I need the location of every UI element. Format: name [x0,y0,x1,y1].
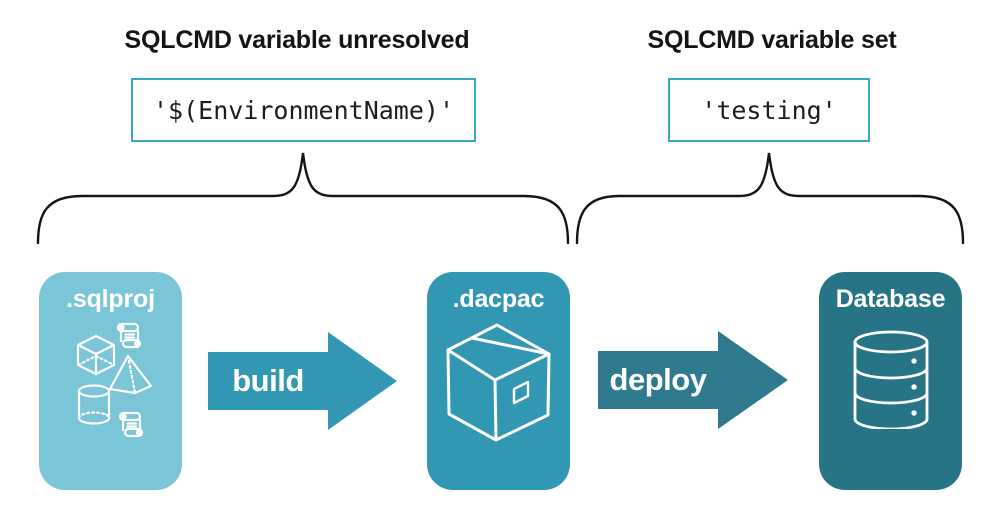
database-cylinder-icon [853,330,928,429]
code-box-unresolved: '$(EnvironmentName)' [131,78,476,142]
curly-brace-right [575,152,965,245]
sql-objects-icon [76,322,152,438]
deploy-arrow-label: deploy [609,362,707,397]
card-sqlproj-label: .sqlproj [66,285,155,313]
code-value-set: 'testing' [701,95,837,125]
heading-variable-unresolved: SQLCMD variable unresolved [124,26,470,54]
card-dacpac: .dacpac [427,272,570,490]
build-arrow: build [208,352,328,410]
scroll-icon [118,411,143,438]
card-sqlproj: .sqlproj [39,272,182,490]
deploy-arrow: deploy [598,351,718,409]
cube-icon [76,334,115,376]
code-box-set: 'testing' [668,78,870,142]
pyramid-icon [108,354,152,395]
heading-variable-set: SQLCMD variable set [647,26,897,54]
card-dacpac-label: .dacpac [452,285,545,313]
curly-brace-left [36,152,570,245]
card-database: Database [819,272,962,490]
code-value-unresolved: '$(EnvironmentName)' [152,95,455,125]
build-arrow-label: build [232,363,304,398]
deploy-arrow-head [718,331,788,429]
cylinder-icon [77,384,110,425]
build-arrow-head [328,332,397,430]
card-database-label: Database [835,285,946,313]
scroll-icon [116,322,141,349]
package-box-icon [446,323,550,442]
